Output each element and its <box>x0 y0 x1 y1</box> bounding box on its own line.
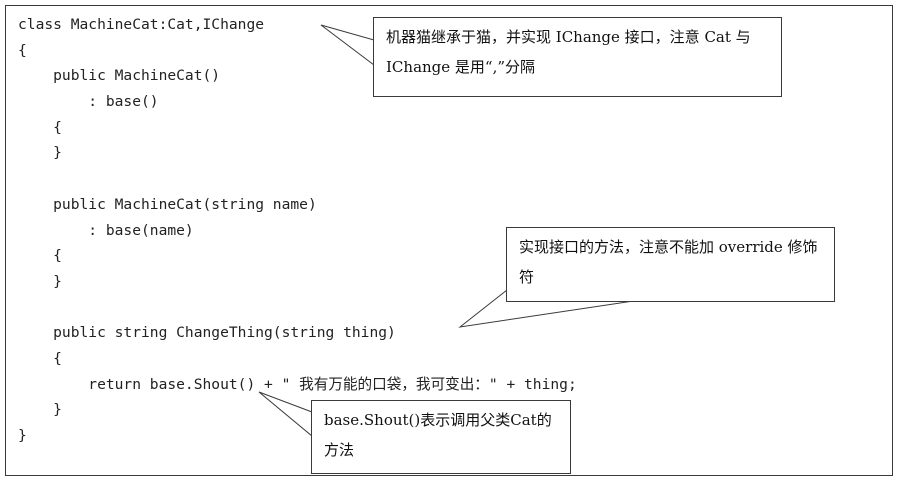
base-call-callout-text: base.Shout()表示调用父类Cat的方法 <box>324 411 552 459</box>
code-line-15: return base.Shout() + " 我有万能的口袋，我可变出：" +… <box>18 375 577 393</box>
base-call-callout: base.Shout()表示调用父类Cat的方法 <box>311 400 571 474</box>
code-line-4: : base() <box>18 93 159 111</box>
code-line-16: } <box>18 401 62 419</box>
base-call-callout-pointer <box>258 391 313 438</box>
code-line-6: } <box>18 144 62 162</box>
code-line-9: : base(name) <box>18 221 194 239</box>
code-line-2: { <box>18 41 27 59</box>
code-line-5: { <box>18 118 62 136</box>
code-line-11: } <box>18 272 62 290</box>
code-block: class MachineCat:Cat,IChange { public Ma… <box>18 12 577 449</box>
inheritance-callout: 机器猫继承于猫，并实现 IChange 接口，注意 Cat 与 IChange … <box>373 17 782 97</box>
code-line-10: { <box>18 247 62 265</box>
code-line-1: class MachineCat:Cat,IChange <box>18 16 265 33</box>
code-line-14: { <box>18 349 62 367</box>
interface-method-callout-text: 实现接口的方法，注意不能加 override 修饰符 <box>519 238 818 286</box>
interface-method-callout: 实现接口的方法，注意不能加 override 修饰符 <box>506 227 835 302</box>
inheritance-callout-text: 机器猫继承于猫，并实现 IChange 接口，注意 Cat 与 IChange … <box>386 28 751 76</box>
code-line-17: } <box>18 427 27 444</box>
code-line-8: public MachineCat(string name) <box>18 195 317 213</box>
code-line-13: public string ChangeThing(string thing) <box>18 324 396 342</box>
inheritance-callout-pointer <box>320 24 375 67</box>
code-line-3: public MachineCat() <box>18 67 221 85</box>
